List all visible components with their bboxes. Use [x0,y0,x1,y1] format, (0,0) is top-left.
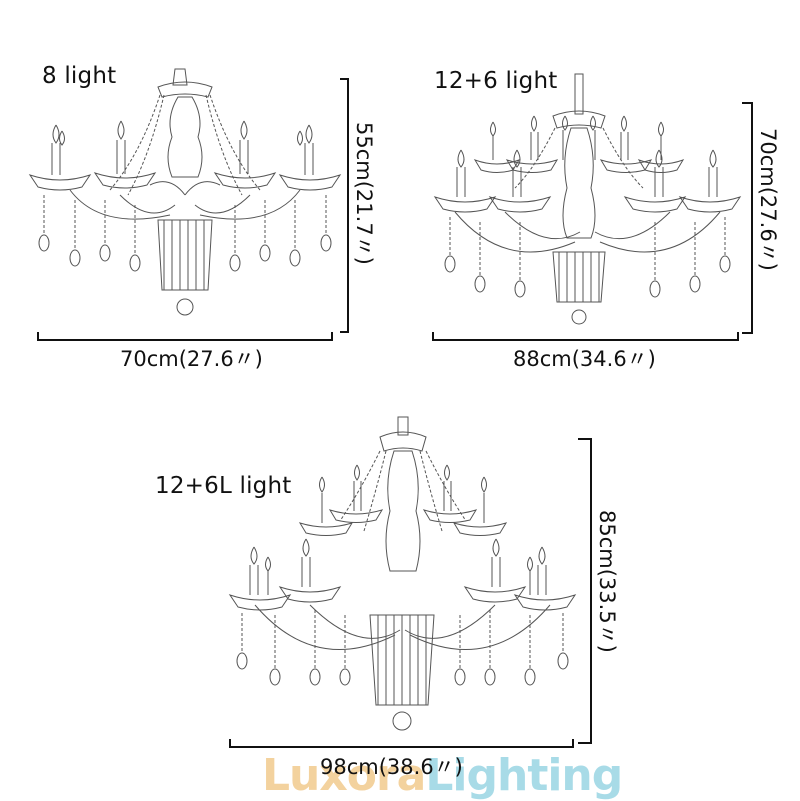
width-dimension-label: 98cm(38.6〃) [320,755,463,779]
width-dimension-tick [331,332,333,341]
height-dimension-tick [742,102,753,104]
height-dimension-tick [340,78,349,80]
height-dimension-label: 70cm(27.6〃) [756,128,780,271]
height-dimension-tick [340,331,349,333]
chandelier-8-light-illustration [28,68,342,316]
height-dimension-label: 85cm(33.5〃) [595,510,619,653]
product-label: 8 light [42,63,117,89]
width-dimension-tick [737,332,739,341]
width-dimension-line [432,339,739,341]
height-dimension-label: 55cm(21.7〃) [352,122,376,265]
width-dimension-tick [432,332,434,341]
brand-watermark: LuxoraLighting [262,750,623,801]
height-dimension-line [590,438,592,744]
width-dimension-line [37,339,333,341]
height-dimension-tick [578,742,592,744]
width-dimension-tick [37,332,39,341]
width-dimension-label: 88cm(34.6〃) [513,347,656,371]
watermark-part2: Lighting [425,750,623,801]
height-dimension-tick [742,332,753,334]
height-dimension-line [751,102,753,334]
product-label: 12+6 light [434,68,558,94]
chandelier-12-6-light-illustration [433,73,742,325]
width-dimension-tick [572,739,574,748]
width-dimension-label: 70cm(27.6〃) [120,347,263,371]
width-dimension-line [229,746,574,748]
height-dimension-tick [578,438,592,440]
chandelier-12-6L-light-illustration [228,416,577,731]
height-dimension-line [347,78,349,333]
watermark-part1: Luxora [262,750,426,801]
product-label: 12+6L light [155,473,292,499]
width-dimension-tick [229,739,231,748]
